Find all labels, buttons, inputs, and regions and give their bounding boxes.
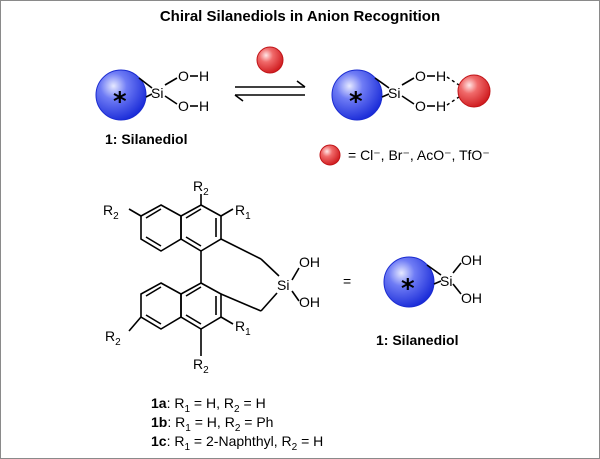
chiral-scaffold-sphere	[95, 69, 147, 121]
atom-h: H	[199, 98, 209, 114]
hydroxyl-label: OH	[299, 294, 320, 310]
compound-legend: 1a: R1 = H, R2 = H 1b: R1 = H, R2 = Ph 1…	[151, 395, 323, 453]
anion-sphere	[457, 74, 491, 108]
anion-sphere	[256, 46, 284, 74]
r1-label: R1	[235, 202, 251, 222]
bond	[374, 77, 390, 89]
atom-si: Si	[388, 85, 400, 101]
bond	[401, 77, 415, 86]
chirality-star-icon: *	[113, 87, 127, 117]
bond	[452, 262, 462, 274]
scheme-title: Chiral Silanediols in Anion Recognition	[159, 8, 441, 25]
bond	[452, 283, 462, 295]
bond	[401, 95, 415, 105]
compound-row: 1c: R1 = 2-Naphthyl, R2 = H	[151, 433, 323, 453]
r2-label: R2	[105, 328, 121, 348]
r2-label: R2	[193, 356, 209, 376]
chirality-star-icon: *	[401, 274, 415, 304]
silanediol-simplified: * Si OH OH	[383, 252, 482, 308]
hydroxyl-label: OH	[299, 254, 320, 270]
hydrogen-bond	[446, 96, 460, 106]
r2-label: R2	[103, 202, 119, 222]
binaphthyl-silanediol-structure	[128, 194, 300, 356]
chiral-scaffold-sphere	[331, 69, 383, 121]
compound-row: 1a: R1 = H, R2 = H	[151, 395, 266, 415]
silanediol-label: 1: Silanediol	[376, 332, 458, 348]
atom-h: H	[436, 98, 446, 114]
atom-o: O	[178, 68, 189, 84]
bond	[381, 93, 390, 98]
anion-legend-sphere	[319, 144, 341, 166]
atom-si: Si	[277, 277, 289, 293]
bond	[426, 264, 442, 276]
atom-o: O	[178, 98, 189, 114]
atom-si: Si	[151, 85, 163, 101]
chiral-scaffold-sphere	[383, 256, 435, 308]
r2-label: R2	[193, 178, 209, 198]
bond	[138, 77, 153, 89]
bond	[145, 93, 153, 98]
atom-h: H	[199, 68, 209, 84]
equilibrium-arrows-icon	[234, 80, 306, 102]
compound-row: 1b: R1 = H, R2 = Ph	[151, 414, 273, 434]
atom-o: O	[415, 98, 426, 114]
silanediol-free: * Si O O H H	[95, 68, 209, 121]
atom-si: Si	[440, 273, 452, 289]
bond	[164, 77, 178, 86]
hydroxyl-label: OH	[461, 290, 482, 306]
chirality-star-icon: *	[349, 87, 363, 117]
atom-h: H	[436, 68, 446, 84]
hydroxyl-label: OH	[461, 252, 482, 268]
silanediol-anion-complex: * Si O O H H	[331, 68, 491, 121]
r1-label: R1	[235, 318, 251, 338]
anion-legend-text: = Cl⁻, Br⁻, AcO⁻, TfO⁻	[348, 147, 490, 163]
silanediol-label: 1: Silanediol	[105, 131, 187, 147]
hydrogen-bond	[446, 76, 460, 86]
equals-sign: =	[343, 273, 351, 289]
bond	[164, 95, 178, 105]
bond	[433, 280, 442, 285]
atom-o: O	[415, 68, 426, 84]
